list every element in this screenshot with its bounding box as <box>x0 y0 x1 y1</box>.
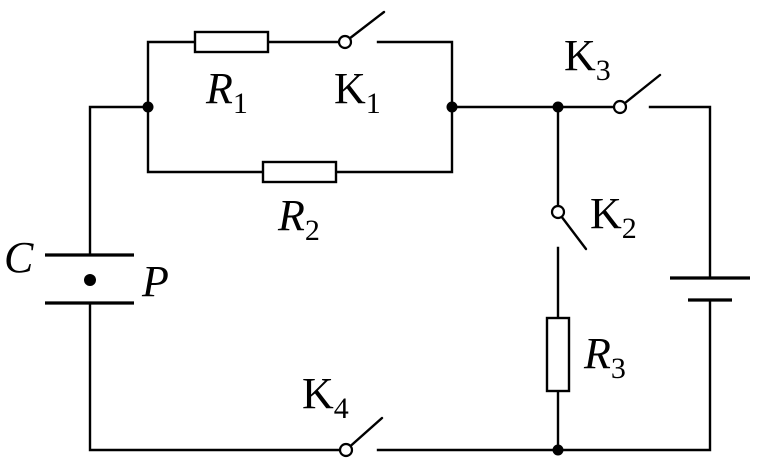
switch-k3-contact <box>612 99 628 115</box>
junction-left <box>142 101 154 113</box>
label-p: P <box>141 257 169 306</box>
wire-left-upper <box>88 105 150 257</box>
switch-k3-blade[interactable] <box>618 73 662 109</box>
particle-p <box>84 274 96 286</box>
label-k1: K1 <box>334 64 381 120</box>
switch-k2-blade[interactable] <box>556 210 588 251</box>
resistor-r1 <box>193 30 270 54</box>
wire-branch-top <box>146 40 197 109</box>
resistor-r2 <box>261 160 338 184</box>
label-k2: K2 <box>590 189 637 245</box>
switch-k4-blade[interactable] <box>344 416 384 452</box>
junction-right-parallel <box>446 101 458 113</box>
resistor-r3 <box>545 316 571 393</box>
switch-k1-blade[interactable] <box>343 10 386 44</box>
wire-k1-right <box>376 40 454 109</box>
label-r1: R1 <box>205 64 248 120</box>
label-k3: K3 <box>564 31 611 87</box>
wire-left-lower <box>88 301 342 452</box>
label-r2: R2 <box>277 191 320 247</box>
switch-k1-contact <box>337 34 353 50</box>
switch-k2-contact <box>550 204 566 220</box>
junction-k2-top <box>552 101 564 113</box>
wire-k3-battery <box>648 105 712 280</box>
wire-branch-bottom <box>146 105 265 174</box>
wire-r2-right <box>334 105 454 174</box>
label-k4: K4 <box>302 369 349 425</box>
label-c: C <box>4 233 34 282</box>
junction-bottom <box>552 444 564 456</box>
wire-battery-bottom <box>376 298 712 452</box>
switch-k4-contact <box>338 442 354 458</box>
label-r3: R3 <box>583 329 626 385</box>
